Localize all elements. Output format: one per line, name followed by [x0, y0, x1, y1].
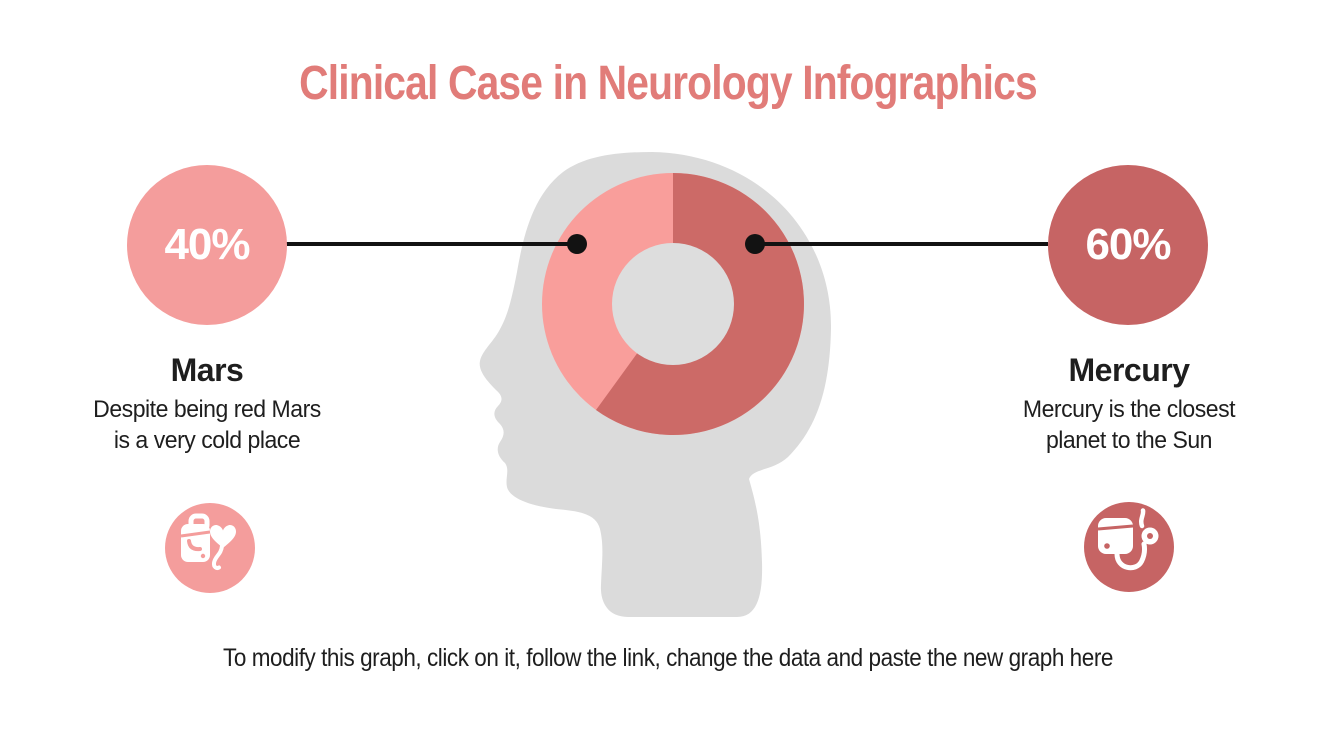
mercury-description: Mercury is the closest planet to the Sun	[975, 394, 1282, 456]
mercury-label: Mercury	[1068, 352, 1191, 388]
medical-bag-heart-glyph	[180, 513, 236, 570]
page-title: Clinical Case in Neurology Infographics	[299, 57, 1038, 110]
mars-description: Despite being red Mars is a very cold pl…	[53, 394, 360, 456]
right-connector	[745, 234, 1048, 254]
medical-bag-heart-icon	[165, 503, 255, 593]
mars-label: Mars	[170, 352, 244, 388]
mars-percent-badge: 40%	[127, 165, 287, 325]
donut-hole	[612, 243, 734, 365]
footer-instruction: To modify this graph, click on it, follo…	[223, 644, 1113, 672]
mars-percent-value: 40%	[164, 220, 250, 269]
left-connector-dot	[567, 234, 587, 254]
donut-chart[interactable]	[542, 173, 804, 435]
mars-description-line2: is a very cold place	[113, 427, 301, 454]
stethoscope-monitor-glyph	[1097, 508, 1159, 571]
mercury-percent-value: 60%	[1085, 220, 1171, 269]
mars-description-line1: Despite being red Mars	[93, 396, 321, 423]
left-connector	[286, 234, 587, 254]
mercury-description-line2: planet to the Sun	[1045, 427, 1213, 454]
right-connector-dot	[745, 234, 765, 254]
mercury-percent-badge: 60%	[1048, 165, 1208, 325]
mercury-description-line1: Mercury is the closest	[1022, 396, 1236, 423]
stethoscope-monitor-icon	[1084, 502, 1174, 592]
